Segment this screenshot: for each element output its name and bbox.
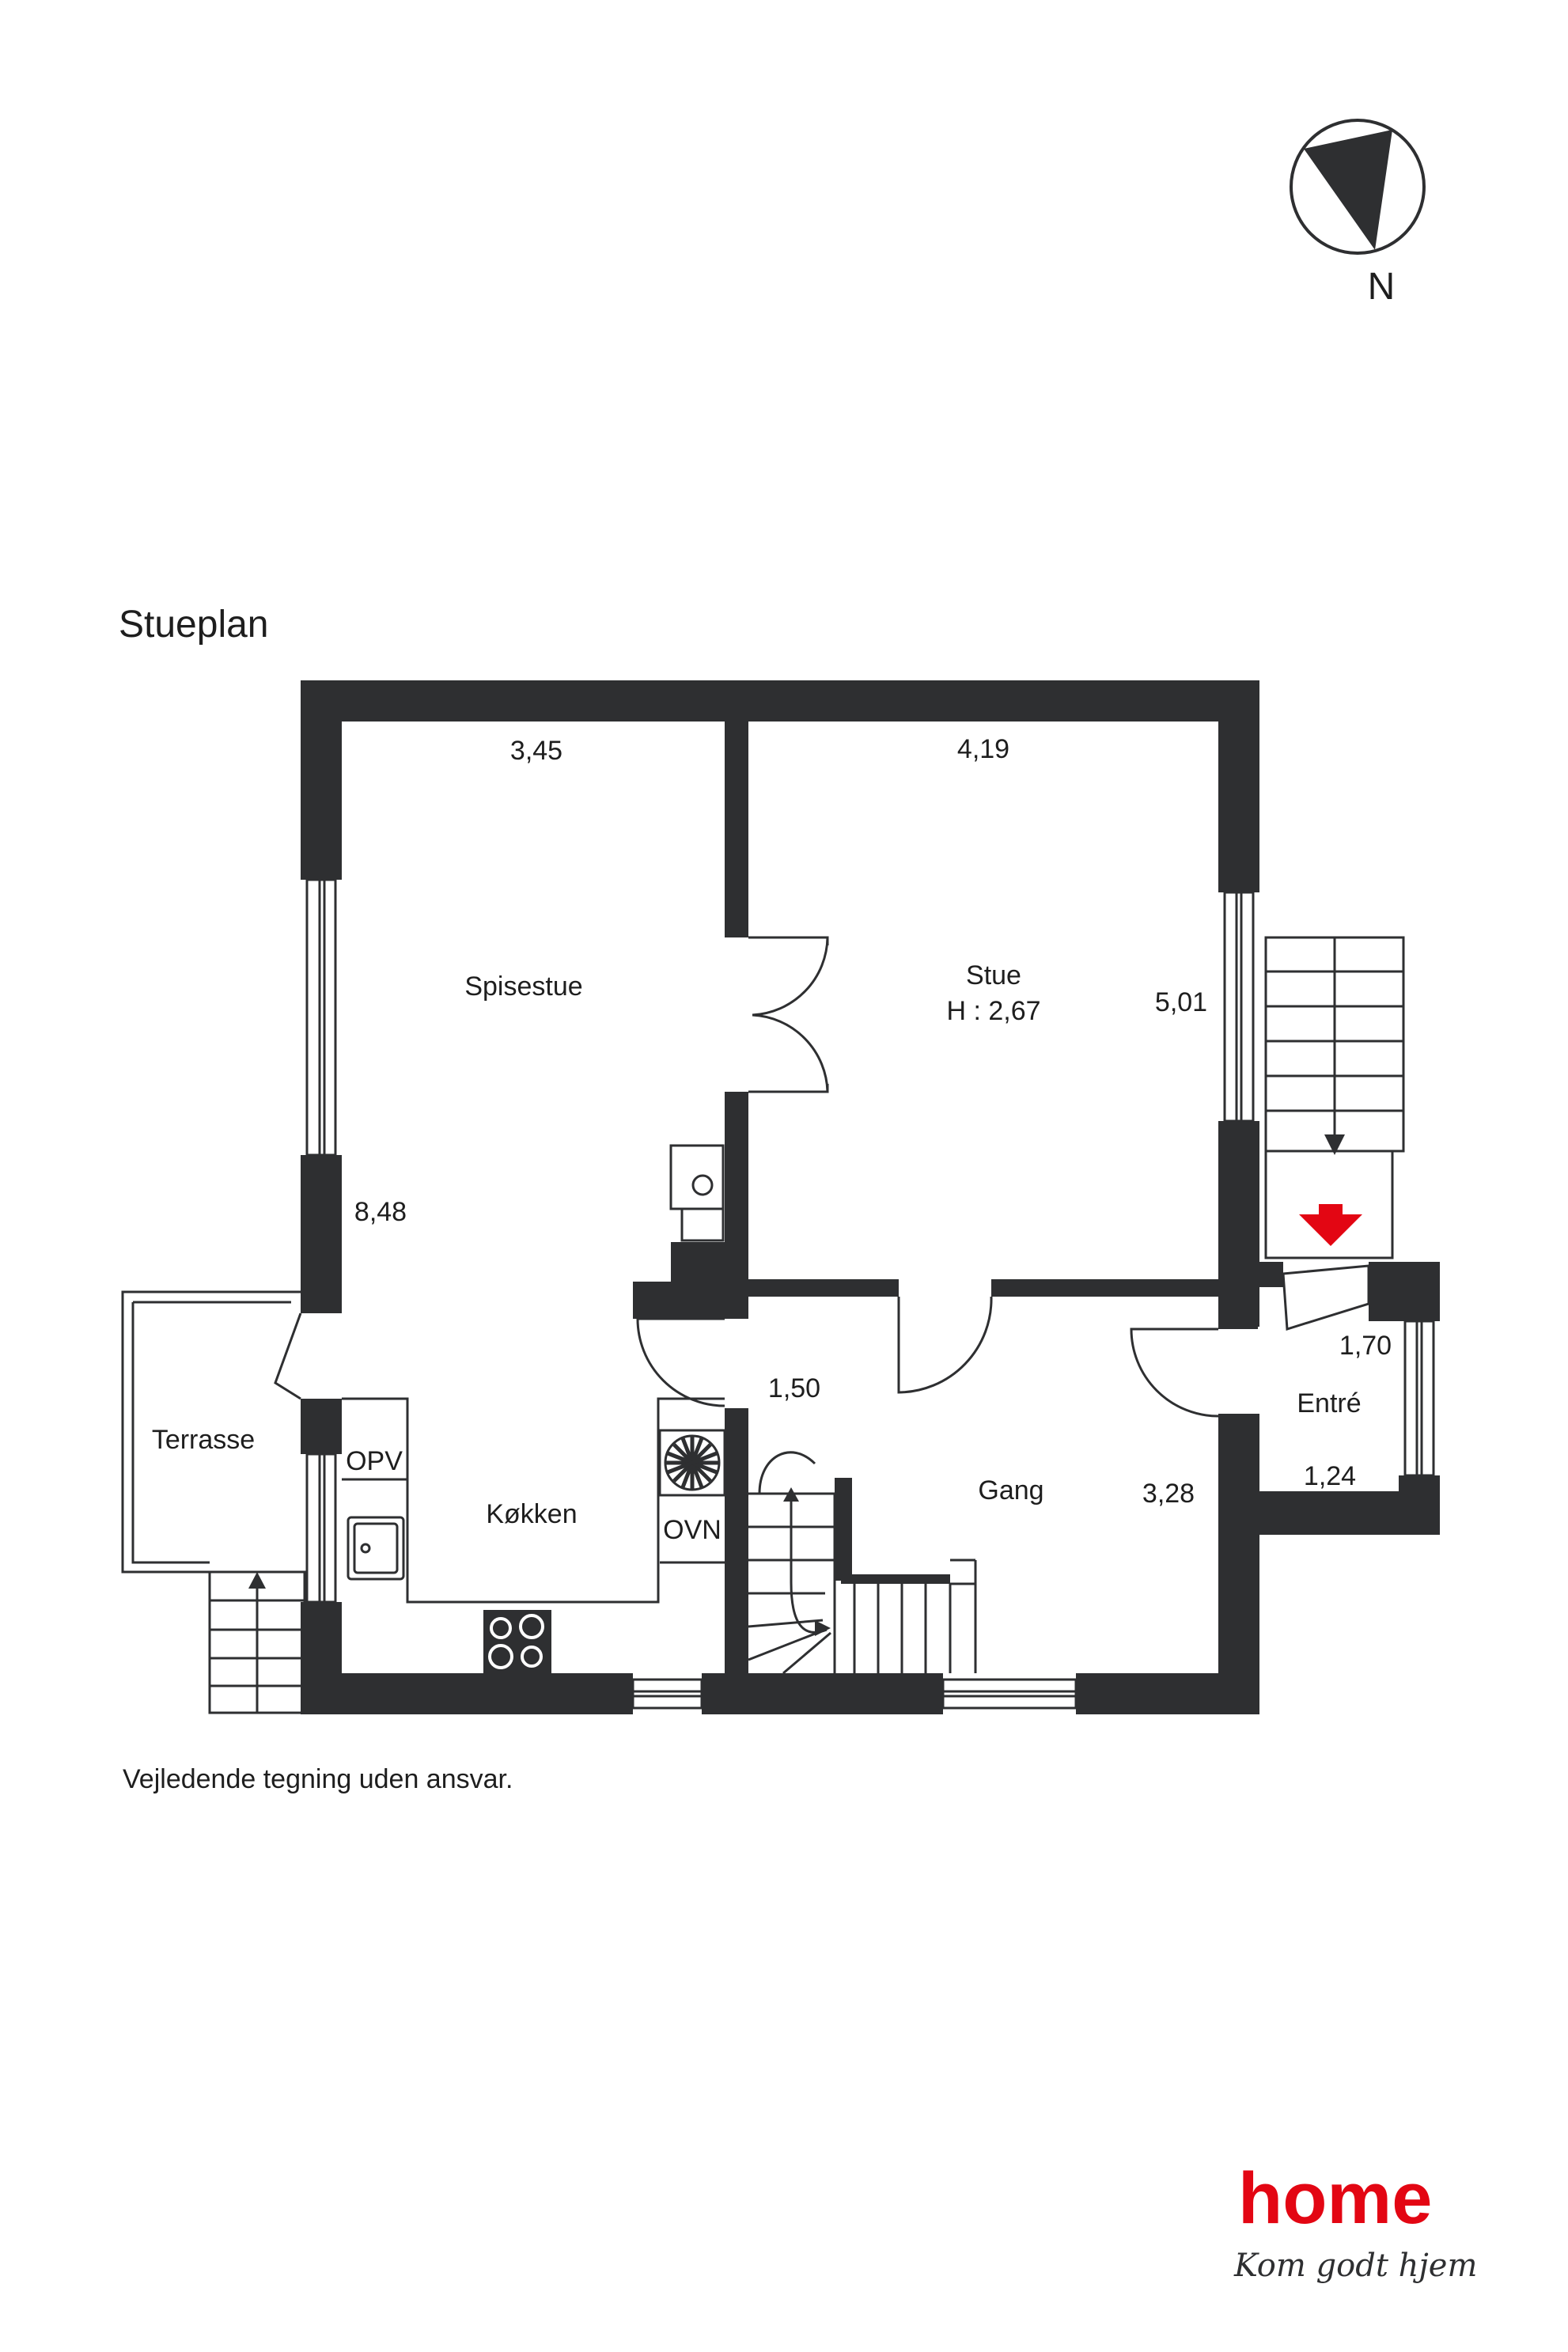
terrace bbox=[121, 1290, 301, 1574]
sink-icon bbox=[347, 1516, 405, 1581]
windows bbox=[305, 878, 1435, 1710]
dim-gang-small: 1,50 bbox=[768, 1373, 820, 1403]
room-kokken: Køkken bbox=[486, 1499, 577, 1529]
room-gang: Gang bbox=[978, 1475, 1043, 1506]
dim-entre-width: 1,70 bbox=[1339, 1331, 1392, 1361]
stove-icon bbox=[669, 1144, 725, 1242]
brand-slogan: Kom godt hjem bbox=[1233, 2248, 1477, 2284]
hob-icon bbox=[483, 1610, 551, 1673]
room-terrasse: Terrasse bbox=[152, 1425, 255, 1455]
fan-icon bbox=[664, 1434, 721, 1491]
disclaimer: Vejledende tegning uden ansvar. bbox=[123, 1764, 513, 1794]
room-stue-height: H : 2,67 bbox=[946, 996, 1040, 1026]
dim-stue-depth: 5,01 bbox=[1155, 987, 1207, 1017]
dim-gang-depth: 3,28 bbox=[1142, 1479, 1195, 1509]
room-spisestue: Spisestue bbox=[464, 971, 582, 1002]
kitchen-counter bbox=[342, 1397, 726, 1604]
dim-spisestue-width: 3,45 bbox=[510, 736, 562, 766]
room-entre: Entré bbox=[1297, 1388, 1361, 1418]
dim-west-length: 8,48 bbox=[354, 1197, 407, 1227]
entrance-arrow-icon bbox=[1299, 1204, 1362, 1246]
terrace-steps bbox=[208, 1570, 306, 1714]
compass-icon: N bbox=[1290, 119, 1426, 308]
dim-entre-depth: 1,24 bbox=[1304, 1461, 1356, 1491]
stair-icon bbox=[1324, 1134, 1345, 1155]
brand-name: home bbox=[1238, 2158, 1432, 2239]
stair-icon bbox=[748, 1451, 977, 1675]
door-swing-icon bbox=[274, 936, 1370, 1418]
fixture-opv: OPV bbox=[346, 1446, 403, 1476]
walls bbox=[301, 680, 1440, 1714]
stair-icon bbox=[248, 1572, 266, 1589]
dim-stue-width: 4,19 bbox=[957, 734, 1009, 764]
room-stue: Stue bbox=[966, 960, 1021, 990]
page-title: Stueplan bbox=[119, 604, 269, 646]
brand-logo: home Kom godt hjem bbox=[1233, 2158, 1477, 2284]
compass-label: N bbox=[1368, 266, 1396, 308]
entry-steps bbox=[1264, 936, 1405, 1259]
fixture-ovn: OVN bbox=[663, 1515, 722, 1545]
